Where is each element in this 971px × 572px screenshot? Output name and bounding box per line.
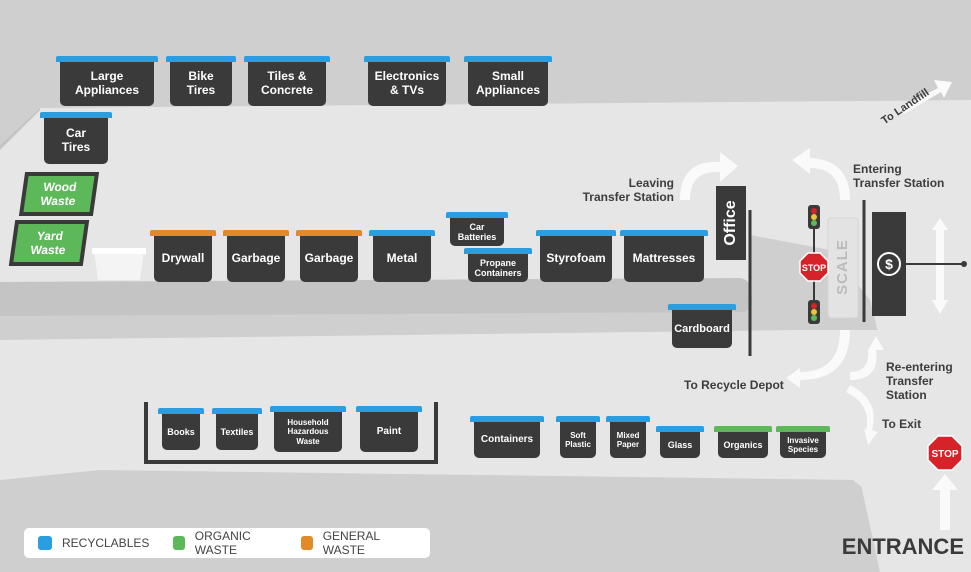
bin-wood-waste-label: Wood Waste <box>23 176 95 212</box>
legend-item-general: GENERAL WASTE <box>301 529 406 557</box>
bin-invasive-species-label: Invasive Species <box>780 432 826 458</box>
scale-label: SCALE <box>834 239 851 295</box>
entrance-arrow <box>932 474 958 530</box>
legend-recyclables-label: RECYCLABLES <box>62 536 150 550</box>
bin-containers-label: Containers <box>474 422 540 458</box>
leaving-label: Leaving Transfer Station <box>582 176 674 204</box>
bin-paint: Paint <box>356 406 422 452</box>
legend-general-label: GENERAL WASTE <box>322 529 380 557</box>
bin-large-appliances-label: Large Appliances <box>60 62 154 106</box>
recyclables-swatch <box>38 536 52 550</box>
bin-yard-waste: Yard Waste <box>8 220 90 266</box>
traffic-light-top <box>808 205 820 229</box>
bin-books: Books <box>158 408 204 450</box>
bin-garbage-1-label: Garbage <box>227 236 285 282</box>
leaving-arrow <box>680 152 738 200</box>
bin-car-batteries: Car Batteries <box>446 212 508 246</box>
bin-small-appliances-label: Small Appliances <box>468 62 548 106</box>
stop-sign-1-label: STOP <box>802 263 826 273</box>
stop-sign-2: STOP <box>927 435 963 471</box>
reentering-label: Re-entering Transfer Station <box>886 360 953 402</box>
bin-car-batteries-label: Car Batteries <box>450 218 504 246</box>
exit-arrow <box>846 385 878 445</box>
bin-mattresses: Mattresses <box>620 230 708 282</box>
entrance-ground <box>840 470 971 572</box>
bin-car-tires: Car Tires <box>40 112 112 164</box>
legend-organic-label: ORGANIC WASTE <box>194 529 251 557</box>
scale-vertical-arrow <box>932 218 948 314</box>
hazardous-enclosure <box>144 402 438 464</box>
payment-symbol: $ <box>885 256 893 272</box>
bin-paint-label: Paint <box>360 412 418 452</box>
bin-garbage-1: Garbage <box>223 230 289 282</box>
bin-large-appliances: Large Appliances <box>56 56 158 106</box>
legend-item-recyclables: RECYCLABLES <box>38 536 149 550</box>
bin-glass: Glass <box>656 426 704 458</box>
bin-mixed-paper-label: Mixed Paper <box>610 422 646 458</box>
bin-textiles: Textiles <box>212 408 262 450</box>
bin-garbage-2-label: Garbage <box>300 236 358 282</box>
bin-mixed-paper: Mixed Paper <box>606 416 650 458</box>
bin-soft-plastic: Soft Plastic <box>556 416 600 458</box>
bin-cardboard-label: Cardboard <box>672 310 732 348</box>
bin-electronics-tvs-label: Electronics & TVs <box>368 62 446 106</box>
bin-garbage-2: Garbage <box>296 230 362 282</box>
bin-propane-containers: Propane Containers <box>464 248 532 282</box>
entering-arrow <box>792 148 850 200</box>
bin-styrofoam: Styrofoam <box>536 230 616 282</box>
white-bin <box>94 250 144 280</box>
legend: RECYCLABLES ORGANIC WASTE GENERAL WASTE <box>24 528 430 558</box>
bin-bike-tires-label: Bike Tires <box>170 62 232 106</box>
bin-textiles-label: Textiles <box>216 414 258 450</box>
traffic-light-bottom <box>808 300 820 324</box>
office-building <box>716 186 746 260</box>
reenter-arrow <box>850 336 884 380</box>
to-recycle-depot-label: To Recycle Depot <box>684 378 784 392</box>
bin-tiles-concrete: Tiles & Concrete <box>244 56 330 106</box>
entering-label: Entering Transfer Station <box>853 162 945 190</box>
bin-organics: Organics <box>714 426 772 458</box>
bin-containers: Containers <box>470 416 544 458</box>
bin-cardboard: Cardboard <box>668 304 736 348</box>
bin-soft-plastic-label: Soft Plastic <box>560 422 596 458</box>
bin-invasive-species: Invasive Species <box>776 426 830 458</box>
legend-item-organic: ORGANIC WASTE <box>173 529 277 557</box>
bin-bike-tires: Bike Tires <box>166 56 236 106</box>
bin-drywall-label: Drywall <box>154 236 212 282</box>
bin-small-appliances: Small Appliances <box>464 56 552 106</box>
to-exit-label: To Exit <box>882 417 922 431</box>
bin-organics-label: Organics <box>718 432 768 458</box>
general-swatch <box>301 536 313 550</box>
bin-electronics-tvs: Electronics & TVs <box>364 56 450 106</box>
bin-books-label: Books <box>162 414 200 450</box>
bin-metal: Metal <box>369 230 435 282</box>
bin-car-tires-label: Car Tires <box>44 118 108 164</box>
bin-mattresses-label: Mattresses <box>624 236 704 282</box>
landfill-arrow <box>900 80 952 114</box>
gate-dot <box>961 261 967 267</box>
bin-drywall: Drywall <box>150 230 216 282</box>
bin-metal-label: Metal <box>373 236 431 282</box>
recycle-depot-arrow <box>786 330 850 388</box>
flow-arrows <box>680 80 958 530</box>
stop-sign-2-label: STOP <box>931 449 958 460</box>
left-curb <box>0 108 40 150</box>
bin-tiles-concrete-label: Tiles & Concrete <box>248 62 326 106</box>
organic-swatch <box>173 536 185 550</box>
entrance-label: ENTRANCE <box>841 534 964 559</box>
bin-glass-label: Glass <box>660 432 700 458</box>
bin-wood-waste: Wood Waste <box>18 172 100 216</box>
office-label: Office <box>722 200 739 246</box>
stop-sign-1: STOP <box>799 252 829 282</box>
bin-propane-containers-label: Propane Containers <box>468 254 528 282</box>
bin-yard-waste-label: Yard Waste <box>13 224 85 262</box>
bin-household-hazardous-label: Household Hazardous Waste <box>274 412 342 452</box>
median-strip <box>0 278 752 316</box>
bin-styrofoam-label: Styrofoam <box>540 236 612 282</box>
payment-icon: $ <box>877 252 901 276</box>
bin-household-hazardous: Household Hazardous Waste <box>270 406 346 452</box>
